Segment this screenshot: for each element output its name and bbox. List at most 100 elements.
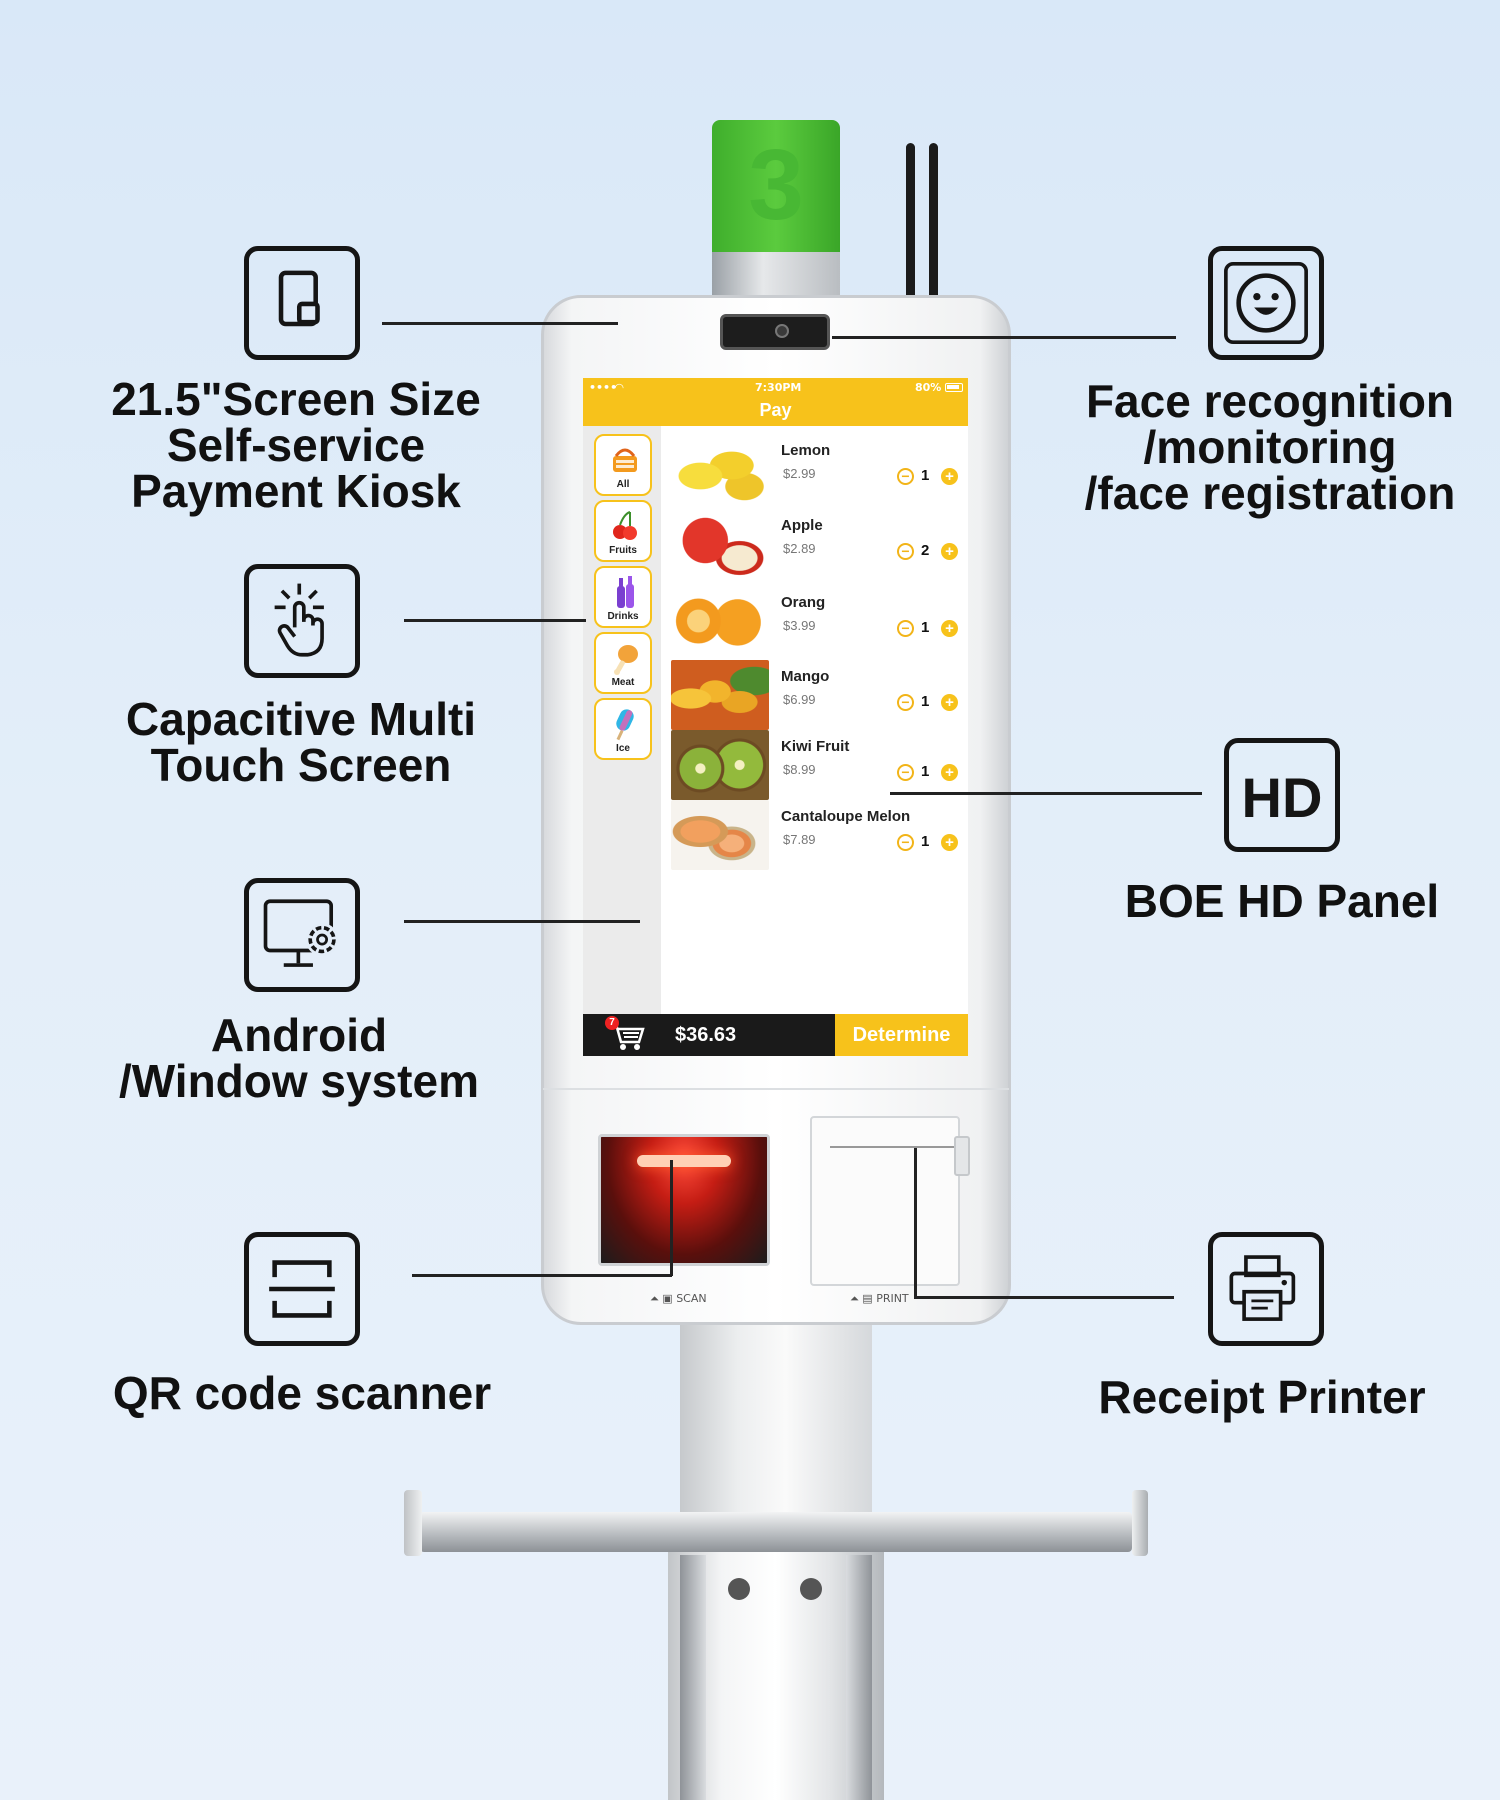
lower-panel-divider (543, 1088, 1009, 1090)
increase-button[interactable]: + (941, 468, 958, 485)
drumstick-icon (614, 645, 638, 675)
decrease-button[interactable]: − (897, 620, 914, 637)
leader-line-face (832, 336, 1176, 339)
scanner-icon (269, 1260, 335, 1318)
feature-line: Receipt Printer (1098, 1371, 1426, 1423)
print-label-text: PRINT (876, 1292, 909, 1305)
battery-icon (945, 383, 963, 392)
camera-module-base (712, 252, 840, 298)
hd-feature-icon-frame: HD (1224, 738, 1340, 852)
os-feature-icon-frame (244, 878, 360, 992)
increase-button[interactable]: + (941, 694, 958, 711)
product-card[interactable]: Cantaloupe Melon $7.89 − 1 + (671, 800, 961, 870)
decrease-button[interactable]: − (897, 694, 914, 711)
scan-label-text: SCAN (676, 1292, 707, 1305)
increase-button[interactable]: + (941, 834, 958, 851)
feature-line: Face recognition (1085, 375, 1455, 427)
wifi-icon: ◠ (615, 381, 624, 394)
cart-bar: 7 $36.63 Determine (583, 1014, 968, 1056)
product-name: Cantaloupe Melon (781, 808, 911, 825)
increase-button[interactable]: + (941, 543, 958, 560)
feature-line: /monitoring (1143, 421, 1397, 473)
scanner-light-bar (637, 1155, 731, 1167)
product-name: Kiwi Fruit (781, 738, 850, 755)
category-ice[interactable]: Ice (594, 698, 652, 760)
product-card[interactable]: Mango $6.99 − 1 + (671, 660, 961, 730)
screen-title: Pay (759, 400, 792, 420)
cherry-icon (613, 511, 637, 540)
orange-image (671, 586, 769, 656)
leader-line-os (404, 920, 640, 923)
category-label: Meat (611, 677, 635, 688)
stand-pole (680, 1320, 872, 1540)
decrease-button[interactable]: − (897, 468, 914, 485)
cart-badge: 7 (605, 1016, 619, 1030)
popsicle-icon (616, 709, 634, 741)
face-feature-icon-frame (1208, 246, 1324, 360)
category-label: Drinks (607, 611, 639, 622)
category-meat[interactable]: Meat (594, 632, 652, 694)
feature-line: QR code scanner (112, 1367, 492, 1419)
determine-button[interactable]: Determine (835, 1014, 968, 1056)
feature-os: Android /Window system (94, 1012, 504, 1104)
stand-crossbar (420, 1512, 1132, 1552)
leader-line-qr-vertical (670, 1160, 673, 1276)
crossbar-end-left (404, 1490, 422, 1556)
product-card[interactable]: Apple $2.89 − 2 + (671, 509, 961, 579)
feature-line: BOE HD Panel (1124, 875, 1440, 927)
apple-image (671, 509, 769, 579)
antenna-right (929, 143, 938, 295)
product-name: Apple (781, 517, 823, 534)
feature-screen-size: 21.5"Screen Size Self-service Payment Ki… (86, 376, 506, 514)
product-price: $7.89 (783, 832, 816, 847)
printer-latch (954, 1136, 970, 1176)
monitor-gear-icon (263, 899, 339, 967)
decrease-button[interactable]: − (897, 543, 914, 560)
basket-icon (613, 448, 637, 472)
category-drinks[interactable]: Drinks (594, 566, 652, 628)
product-name: Lemon (781, 442, 831, 459)
feature-line: Capacitive Multi (125, 693, 477, 745)
hd-icon-text: HD (1241, 766, 1323, 829)
increase-button[interactable]: + (941, 620, 958, 637)
category-all[interactable]: All (594, 434, 652, 496)
bracket-bolt (800, 1578, 822, 1600)
kiwi-image (671, 730, 769, 800)
leader-line-screen (382, 322, 618, 325)
category-fruits[interactable]: Fruits (594, 500, 652, 562)
leader-line-hd (890, 792, 1202, 795)
product-card[interactable]: Lemon $2.99 − 1 + (671, 434, 961, 504)
tablet-icon (278, 270, 320, 327)
feature-line: Self-service (166, 419, 426, 471)
kiosk-screen-app: •••• ◠ 7:30PM 80% Pay All Fruits Drinks … (583, 378, 968, 1056)
leader-line-printer (914, 1296, 1174, 1299)
feature-line: Touch Screen (150, 739, 452, 791)
product-card[interactable]: Kiwi Fruit $8.99 − 1 + (671, 730, 961, 800)
decrease-button[interactable]: − (897, 834, 914, 851)
category-label: Ice (616, 743, 630, 754)
receipt-printer-slot[interactable] (810, 1116, 960, 1286)
cart-total: $36.63 (675, 1024, 737, 1046)
bottle-icon (617, 576, 634, 608)
front-camera-lens (775, 324, 789, 338)
increase-button[interactable]: + (941, 764, 958, 781)
antenna-left (906, 143, 915, 295)
scan-label: ⏶ ▣ SCAN (650, 1292, 707, 1305)
product-price: $2.89 (783, 541, 816, 556)
crossbar-end-right (1132, 1490, 1148, 1556)
feature-line: Android (210, 1009, 388, 1061)
product-quantity: 1 (921, 833, 930, 850)
decrease-button[interactable]: − (897, 764, 914, 781)
product-quantity: 1 (921, 763, 930, 780)
product-price: $3.99 (783, 618, 816, 633)
product-quantity: 1 (921, 467, 930, 484)
bracket-bolt (728, 1578, 750, 1600)
printer-feature-icon-frame (1208, 1232, 1324, 1346)
product-card[interactable]: Orang $3.99 − 1 + (671, 586, 961, 656)
face-scan-icon (1224, 261, 1308, 345)
tablet-feature-icon-frame (244, 246, 360, 360)
product-quantity: 2 (921, 542, 930, 559)
product-name: Orang (781, 594, 826, 611)
qr-scanner-window[interactable] (598, 1134, 770, 1266)
leader-line-qr (412, 1274, 672, 1277)
